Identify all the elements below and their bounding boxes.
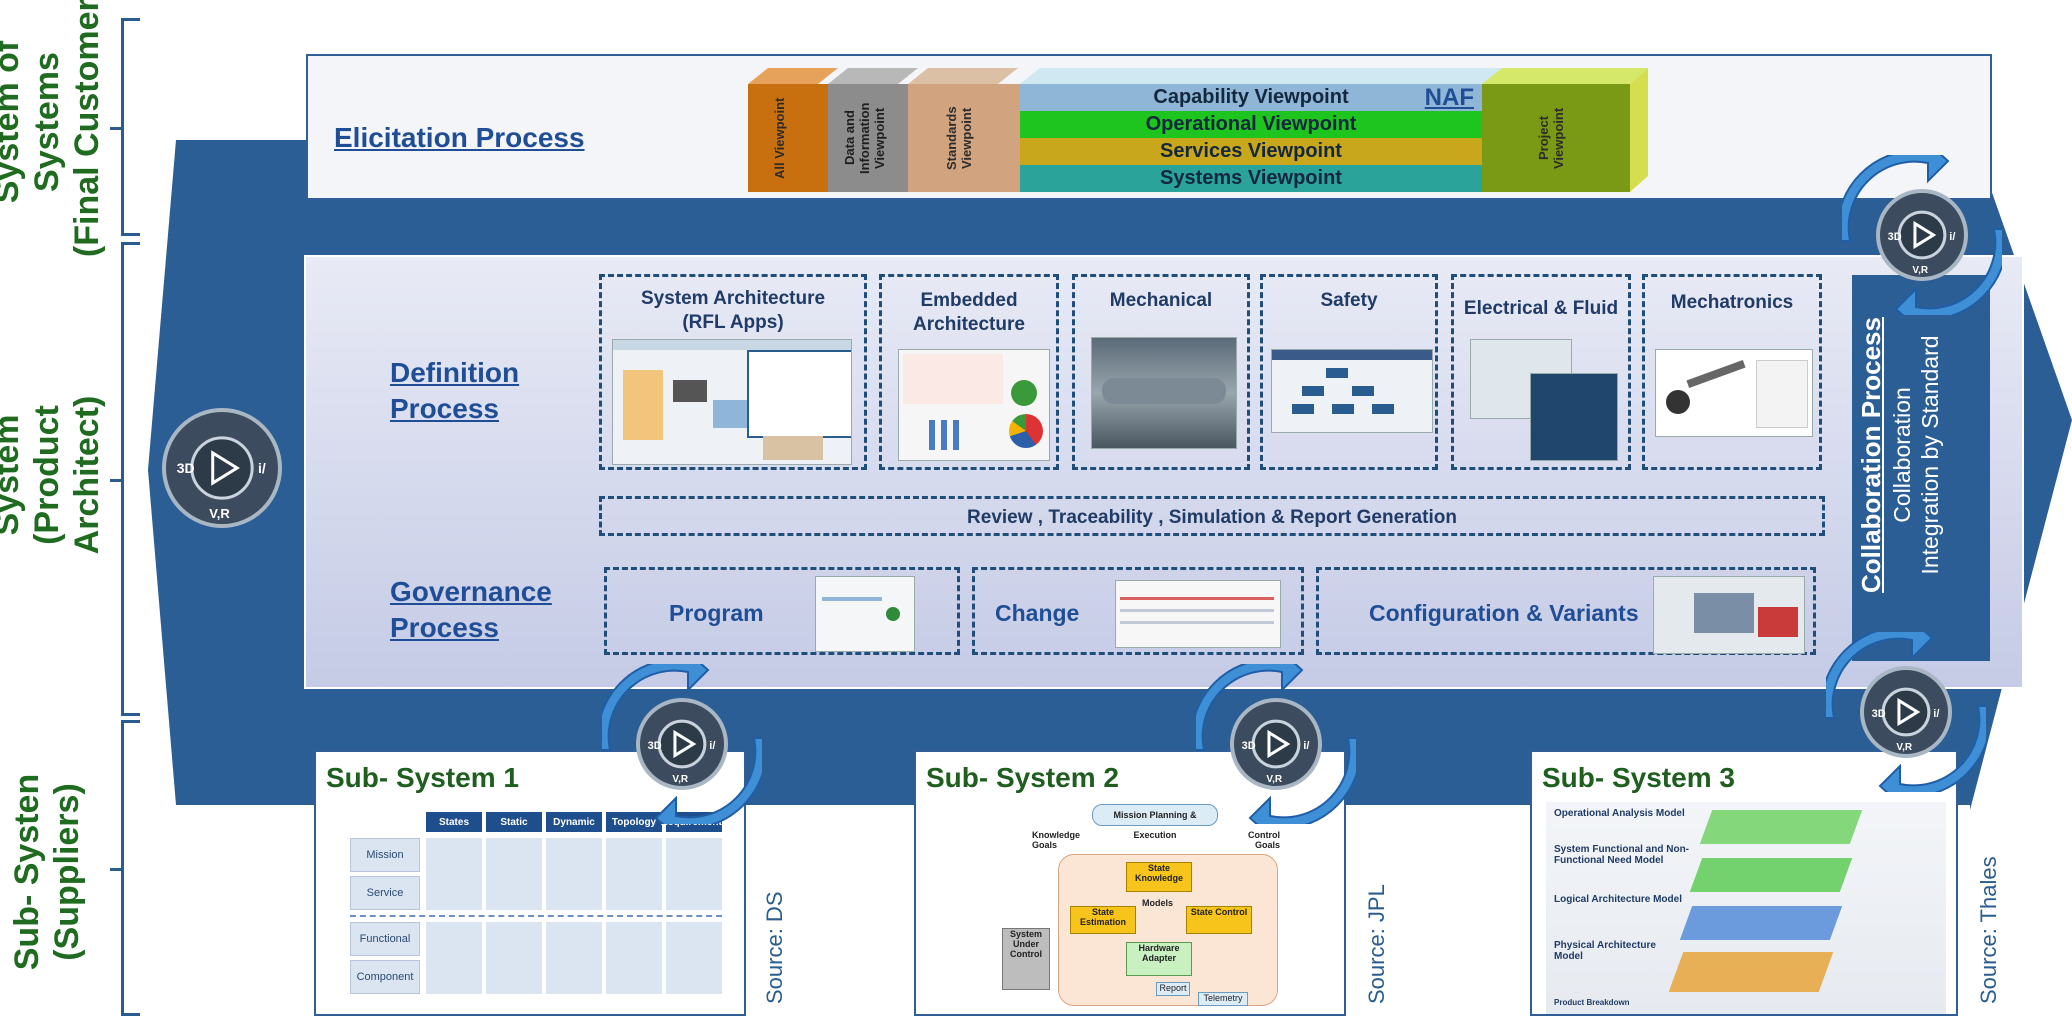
program-box[interactable]: Program [604,567,960,655]
elicitation-process-link[interactable]: Elicitation Process [334,122,585,153]
svg-text:3D: 3D [648,740,662,752]
subsystem-1-panel[interactable]: Sub- System 1 States Static Dynamic Topo… [314,750,746,1016]
mechatronics-box[interactable]: Mechatronics [1642,274,1822,470]
svg-text:i/: i/ [1949,231,1955,243]
compass-logo-ss2-icon: 3D i/V,R [1196,664,1356,824]
naf-block-3d [748,68,1648,192]
configuration-screenshot [1653,576,1805,654]
source-ds: Source: DS [762,891,787,1005]
svg-text:i/: i/ [258,460,266,476]
safety-screenshot [1271,349,1433,433]
svg-text:V,R: V,R [1896,742,1913,753]
collaboration-line1: Collaboration [1889,387,1915,523]
svg-text:i/: i/ [709,740,715,752]
system-architecture-screenshot [612,339,852,465]
mechanical-box[interactable]: Mechanical [1072,274,1250,470]
subsystem-3-panel[interactable]: Sub- System 3 Operational Analysis Model… [1530,750,1958,1016]
compass-logo-sos-icon: 3D i/V,R [1842,155,2002,315]
subsystem-label: Sub- Systen (Suppliers) [8,773,86,971]
svg-text:i/: i/ [1303,740,1309,752]
standards-viewpoint[interactable]: Standards Viewpoint [908,84,1020,192]
svg-text:3D: 3D [177,460,195,476]
capability-viewpoint[interactable]: Capability Viewpoint [1020,84,1482,111]
svg-text:V,R: V,R [1266,774,1283,785]
subsystem-bracket [110,720,140,1016]
electrical-fluid-box[interactable]: Electrical & Fluid [1451,274,1631,470]
ss3-diagram: Operational Analysis Model System Functi… [1546,802,1946,1014]
source-jpl: Source: JPL [1364,884,1389,1004]
mechatronics-screenshot [1655,349,1813,437]
collaboration-panel: Collaboration Process Collaboration Inte… [1852,275,1990,661]
embedded-architecture-box[interactable]: Embedded Architecture [879,274,1059,470]
system-bracket [110,242,140,716]
systems-viewpoint[interactable]: Systems Viewpoint [1020,165,1482,192]
all-viewpoint[interactable]: All Viewpoint [748,84,828,192]
project-viewpoint[interactable]: Project Viewpoint [1482,84,1630,192]
sos-label: System of Systems (Final Customer) [0,0,106,258]
services-viewpoint[interactable]: Services Viewpoint [1020,138,1482,165]
ss2-diagram: Mission Planning & Execution Knowledge G… [1002,802,1282,1012]
change-box[interactable]: Change [972,567,1304,655]
horizontal-viewpoints: Capability Viewpoint Operational Viewpoi… [1020,84,1482,192]
operational-viewpoint[interactable]: Operational Viewpoint [1020,111,1482,138]
mechanical-screenshot [1091,337,1237,449]
svg-text:3D: 3D [1888,231,1902,243]
collaboration-process-link[interactable]: Collaboration Process [1856,317,1886,593]
svg-text:3D: 3D [1872,708,1886,720]
naf-label: NAF [1424,84,1474,111]
safety-box[interactable]: Safety [1260,274,1438,470]
svg-text:3D: 3D [1242,740,1256,752]
change-screenshot [1115,580,1281,648]
electrical-fluid-screenshot-2 [1530,373,1618,461]
compass-logo-left-icon: 3D i/V,R [162,408,282,528]
svg-text:V,R: V,R [1912,265,1929,276]
compass-logo-ss1-icon: 3D i/V,R [602,664,762,824]
program-screenshot [815,576,915,652]
system-label: System (Product Architect) [0,395,106,555]
compass-logo-ss3-icon: 3D i/V,R [1826,632,1986,792]
system-architecture-box[interactable]: System Architecture (RFL Apps) [599,274,867,470]
svg-text:V,R: V,R [209,506,230,521]
svg-text:i/: i/ [1933,708,1939,720]
configuration-variants-box[interactable]: Configuration & Variants [1316,567,1816,655]
data-information-viewpoint[interactable]: Data and Information Viewpoint [828,84,908,192]
source-thales: Source: Thales [1976,856,2001,1004]
svg-text:V,R: V,R [672,774,689,785]
ss1-table: States Static Dynamic Topology Requireme… [350,812,730,1012]
collaboration-line2: Integration by Standard [1917,335,1943,575]
review-traceability-bar[interactable]: Review , Traceability , Simulation & Rep… [599,496,1825,536]
embedded-architecture-screenshot [898,349,1050,461]
sos-bracket [110,18,140,236]
subsystem-2-panel[interactable]: Sub- System 2 Mission Planning & Executi… [914,750,1346,1016]
